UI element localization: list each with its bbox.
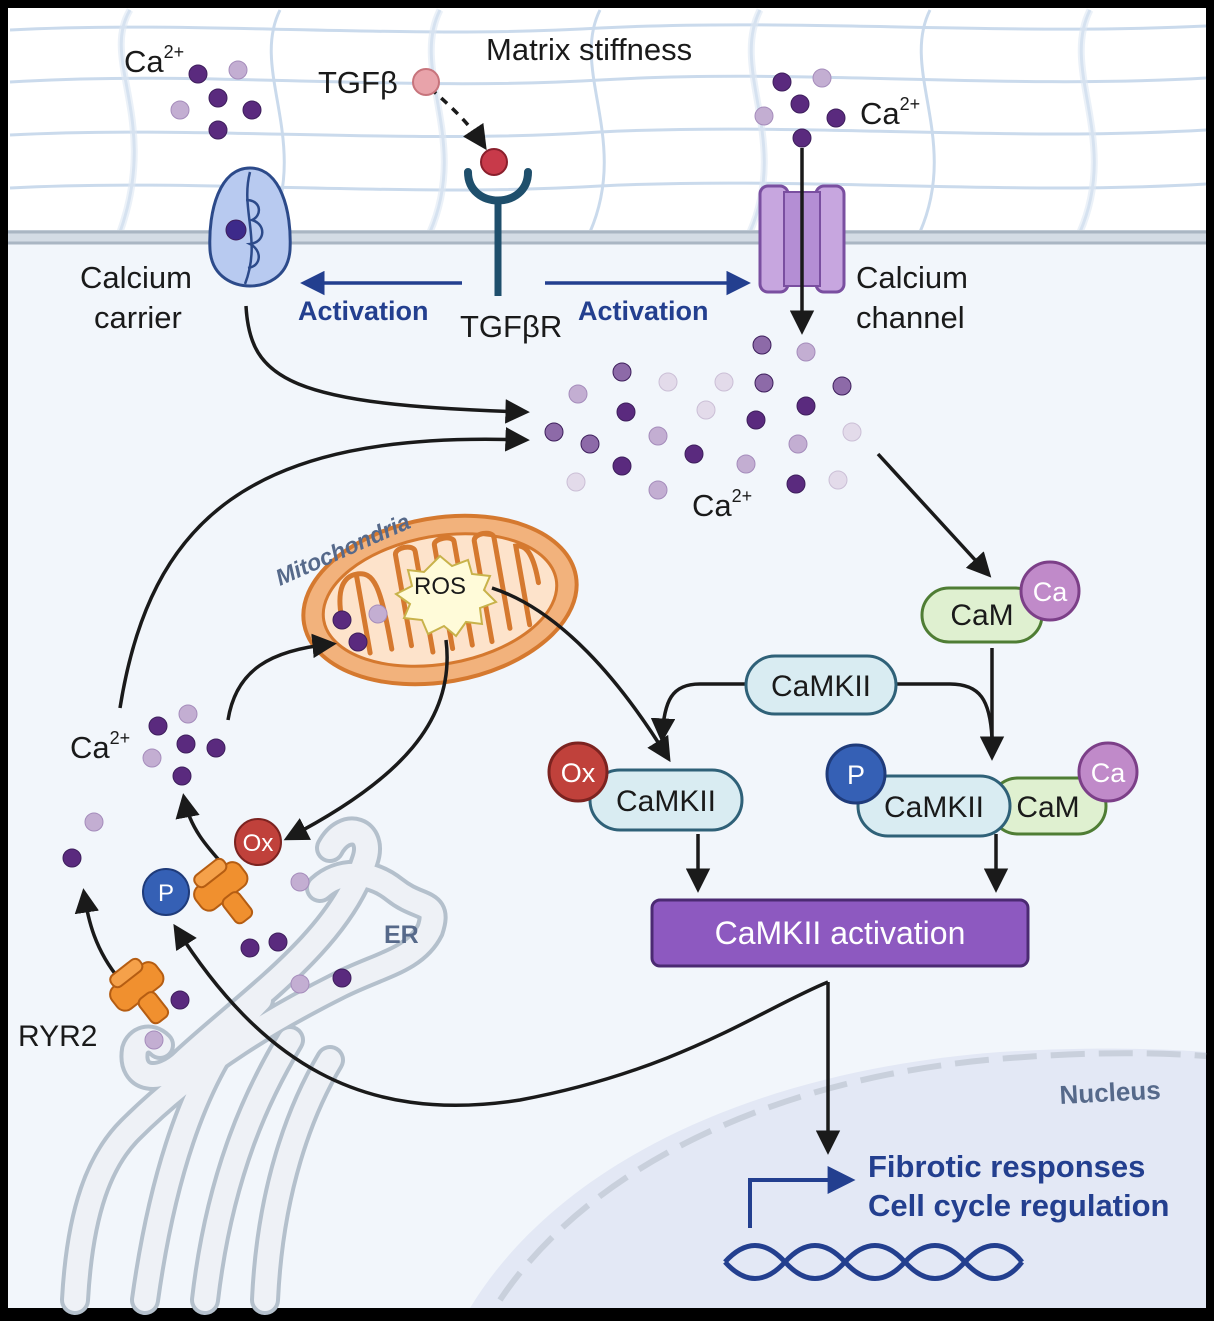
tgfb-bound-ligand-icon xyxy=(480,148,508,176)
ox-badge-er xyxy=(234,818,282,866)
p-badge-camkii xyxy=(825,743,887,805)
ca-badge-complex xyxy=(1077,741,1139,803)
ca-label-top-right: Ca2+ xyxy=(860,94,920,131)
ros-label: ROS xyxy=(414,573,466,600)
camkii-activation-label: CaMKII activation xyxy=(715,915,966,951)
ryr2-channel-icon xyxy=(109,957,170,1025)
calcium-carrier-label-line2: carrier xyxy=(94,300,182,335)
ryr2-label: RYR2 xyxy=(18,1020,97,1053)
p-badge-er-label: P xyxy=(158,880,174,907)
activation-label-left: Activation xyxy=(298,296,429,326)
cell-cycle-regulation-label: Cell cycle regulation xyxy=(868,1188,1170,1223)
dna-helix-icon xyxy=(723,1243,1024,1281)
ox-badge-camkii-label: Ox xyxy=(561,758,596,788)
ox-badge-camkii xyxy=(547,741,609,803)
ca-label-cytosol: Ca2+ xyxy=(692,486,752,523)
plasma-membrane xyxy=(8,230,1206,245)
activation-label-right: Activation xyxy=(578,296,709,326)
ca-badge-complex-label: Ca xyxy=(1091,758,1126,788)
p-camkii-label: CaMKII xyxy=(884,791,984,824)
ryr2-channel-oxidized-icon xyxy=(193,857,254,925)
ca-badge-cam-label: Ca xyxy=(1033,577,1068,607)
er-label: ER xyxy=(384,921,419,949)
extracellular-matrix xyxy=(8,8,1207,234)
tgfb-ligand-icon xyxy=(412,68,440,96)
cam-label: CaM xyxy=(950,599,1013,632)
calcium-channel-label-line2: channel xyxy=(856,300,965,335)
calcium-carrier-icon xyxy=(208,166,292,288)
tgfbr-label: TGFβR xyxy=(460,309,562,344)
p-camkii-box xyxy=(856,774,1012,838)
transcription-start-arrow xyxy=(748,1166,856,1228)
tgfbr-receptor-icon xyxy=(464,168,532,296)
calcium-ions xyxy=(62,60,862,1050)
matrix-stiffness-label: Matrix stiffness xyxy=(486,32,692,67)
ox-badge-er-label: Ox xyxy=(243,830,274,857)
camkii-activation-box xyxy=(650,898,1030,968)
ca-badge-cam xyxy=(1019,560,1081,622)
calcium-channel-label-line1: Calcium xyxy=(856,260,968,295)
calcium-carrier-label-line1: Calcium xyxy=(80,260,192,295)
fibrotic-responses-label: Fibrotic responses xyxy=(868,1149,1145,1184)
ros-burst-icon xyxy=(394,554,498,638)
pathway-arrows xyxy=(74,86,1009,1155)
ox-camkii-label: CaMKII xyxy=(616,785,716,818)
p-badge-camkii-label: P xyxy=(847,760,865,790)
nucleus-label: Nucleus xyxy=(1059,1075,1162,1110)
p-badge-er xyxy=(142,868,190,916)
cam-complex-label: CaM xyxy=(1016,791,1079,824)
ca-label-er-release: Ca2+ xyxy=(70,728,130,765)
camkii-box xyxy=(744,654,898,716)
tgfb-label: TGFβ xyxy=(318,65,398,100)
camkii-label: CaMKII xyxy=(771,670,871,703)
ca-label-top-left: Ca2+ xyxy=(124,42,184,79)
